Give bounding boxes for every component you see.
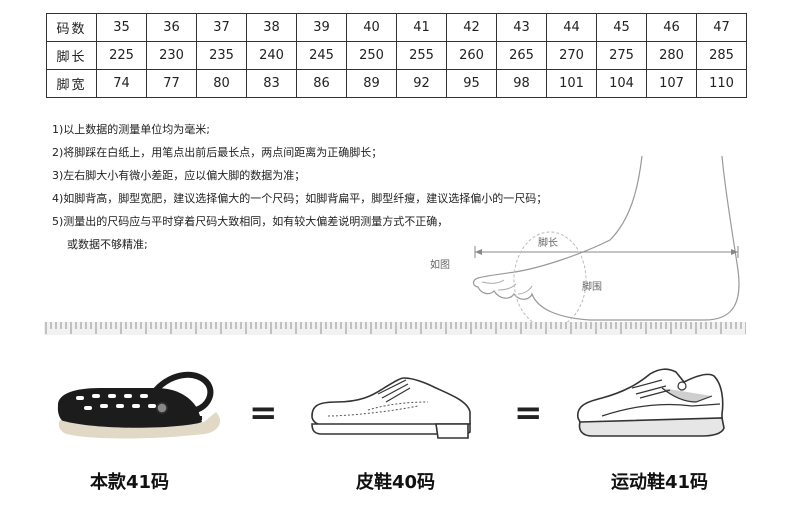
- table-cell: 39: [296, 13, 347, 42]
- leather-shoe-image: [311, 377, 471, 439]
- row-label: 脚长: [46, 41, 97, 70]
- table-cell: 250: [346, 41, 397, 70]
- caption-leather-shoe: 皮鞋40码: [356, 472, 436, 493]
- example-label: 如图: [430, 258, 450, 271]
- note-5-continued: 或数据不够精准;: [67, 238, 148, 251]
- table-cell: 42: [446, 13, 497, 42]
- table-cell: 260: [446, 41, 497, 70]
- table-cell: 225: [96, 41, 147, 70]
- toe-lines: [481, 279, 533, 295]
- table-cell: 44: [546, 13, 597, 42]
- note-2: 2)将脚踩在白纸上，用笔点出前后最长点，两点间距离为正确脚长；: [52, 146, 383, 159]
- sneaker-image: [577, 368, 725, 437]
- table-cell: 110: [696, 69, 747, 98]
- table-cell: 83: [246, 69, 297, 98]
- ruler: [44, 322, 746, 335]
- equals-sign-2: =: [514, 393, 543, 433]
- table-cell: 45: [596, 13, 647, 42]
- table-cell: 80: [196, 69, 247, 98]
- table-cell: 95: [446, 69, 497, 98]
- table-cell: 275: [596, 41, 647, 70]
- foot-measure-illustration: 脚长 如图 脚围: [430, 155, 740, 329]
- foot-outline: [472, 155, 740, 321]
- table-cell: 43: [496, 13, 547, 42]
- table-cell: 265: [496, 41, 547, 70]
- table-cell: 46: [646, 13, 697, 42]
- table-cell: 280: [646, 41, 697, 70]
- table-cell: 285: [696, 41, 747, 70]
- table-cell: 101: [546, 69, 597, 98]
- table-cell: 41: [396, 13, 447, 42]
- table-cell: 270: [546, 41, 597, 70]
- equals-sign-1: =: [249, 393, 278, 433]
- table-cell: 98: [496, 69, 547, 98]
- table-cell: 92: [396, 69, 447, 98]
- row-label: 脚宽: [46, 69, 97, 98]
- table-cell: 245: [296, 41, 347, 70]
- table-cell: 255: [396, 41, 447, 70]
- table-cell: 40: [346, 13, 397, 42]
- note-3: 3)左右脚大小有微小差距，应以偏大脚的数据为准；: [52, 169, 306, 182]
- table-cell: 74: [96, 69, 147, 98]
- table-cell: 35: [96, 13, 147, 42]
- table-cell: 230: [146, 41, 197, 70]
- row-label: 码数: [46, 13, 97, 42]
- table-cell: 47: [696, 13, 747, 42]
- table-cell: 240: [246, 41, 297, 70]
- length-label: 脚长: [538, 236, 558, 249]
- table-cell: 86: [296, 69, 347, 98]
- table-cell: 104: [596, 69, 647, 98]
- note-5: 5)测量出的尺码应与平时穿着尺码大致相同，如有较大偏差说明测量方式不正确，: [52, 215, 449, 228]
- caption-sports-shoe: 运动鞋41码: [611, 472, 709, 493]
- table-cell: 89: [346, 69, 397, 98]
- table-cell: 38: [246, 13, 297, 42]
- table-cell: 37: [196, 13, 247, 42]
- width-label: 脚围: [582, 280, 602, 293]
- note-4: 4)如脚背高，脚型宽肥，建议选择偏大的一个尺码；如脚背扁平，脚型纤瘦，建议选择偏…: [52, 192, 548, 205]
- table-cell: 107: [646, 69, 697, 98]
- caption-this-style: 本款41码: [90, 472, 170, 493]
- measurement-notes: 1)以上数据的测量单位均为毫米; 2)将脚踩在白纸上，用笔点出前后最长点，两点间…: [52, 118, 547, 256]
- clog-sandal-image: [57, 371, 221, 439]
- table-cell: 36: [146, 13, 197, 42]
- table-cell: 235: [196, 41, 247, 70]
- note-1: 1)以上数据的测量单位均为毫米;: [52, 123, 210, 136]
- table-cell: 77: [146, 69, 197, 98]
